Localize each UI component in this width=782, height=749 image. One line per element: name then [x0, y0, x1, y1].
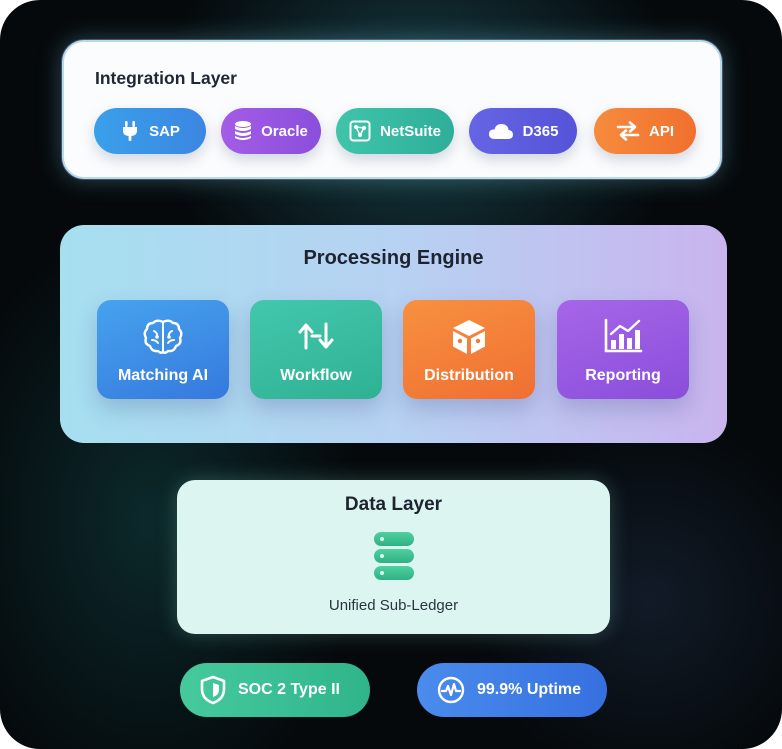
integration-item-label: Oracle — [261, 122, 308, 140]
integration-item-label: API — [648, 122, 674, 140]
plug-icon — [123, 121, 138, 141]
pulse-icon — [437, 676, 465, 704]
database-stack-icon — [373, 532, 414, 580]
data-layer-subtitle: Unified Sub-Ledger — [328, 597, 459, 614]
integration-item-label: SAP — [149, 122, 180, 140]
processing-card-reporting[interactable]: Reporting — [557, 300, 689, 399]
processing-engine-title: Processing Engine — [303, 247, 484, 269]
integration-item-api[interactable]: API — [594, 108, 696, 154]
integration-item-netsuite[interactable]: NetSuite — [336, 108, 454, 154]
uptime-badge[interactable]: 99.9% Uptime — [417, 663, 607, 717]
integration-layer-panel: Integration Layer SAP Oracle — [62, 40, 722, 179]
brain-icon — [143, 319, 183, 354]
processing-card-matching-ai[interactable]: Matching AI — [97, 300, 229, 399]
processing-card-label: Matching AI — [117, 367, 209, 384]
bar-chart-icon — [604, 318, 643, 353]
badge-label: SOC 2 Type II — [238, 681, 340, 698]
network-icon — [349, 120, 371, 142]
processing-card-label: Distribution — [424, 367, 514, 384]
processing-engine-panel: Processing Engine Matching AI — [60, 225, 727, 443]
integration-layer-title: Integration Layer — [95, 68, 237, 88]
data-layer-panel: Data Layer Unified Sub-Ledger — [177, 480, 610, 634]
processing-card-workflow[interactable]: Workflow — [250, 300, 382, 399]
integration-item-label: D365 — [522, 122, 559, 140]
processing-card-distribution[interactable]: Distribution — [403, 300, 535, 399]
shield-icon — [200, 675, 226, 705]
integration-item-oracle[interactable]: Oracle — [221, 108, 321, 154]
soc2-badge[interactable]: SOC 2 Type II — [180, 663, 370, 717]
workflow-arrows-icon — [298, 322, 334, 350]
badge-label: 99.9% Uptime — [477, 681, 582, 698]
processing-card-label: Reporting — [585, 367, 661, 384]
database-icon — [235, 121, 252, 140]
processing-card-label: Workflow — [280, 367, 352, 384]
swap-arrows-icon — [616, 121, 640, 141]
integration-item-label: NetSuite — [380, 122, 441, 140]
data-layer-title: Data Layer — [344, 494, 443, 515]
box-icon — [453, 320, 485, 354]
integration-item-d365[interactable]: D365 — [469, 108, 577, 154]
integration-item-sap[interactable]: SAP — [94, 108, 206, 154]
cloud-icon — [488, 123, 513, 139]
